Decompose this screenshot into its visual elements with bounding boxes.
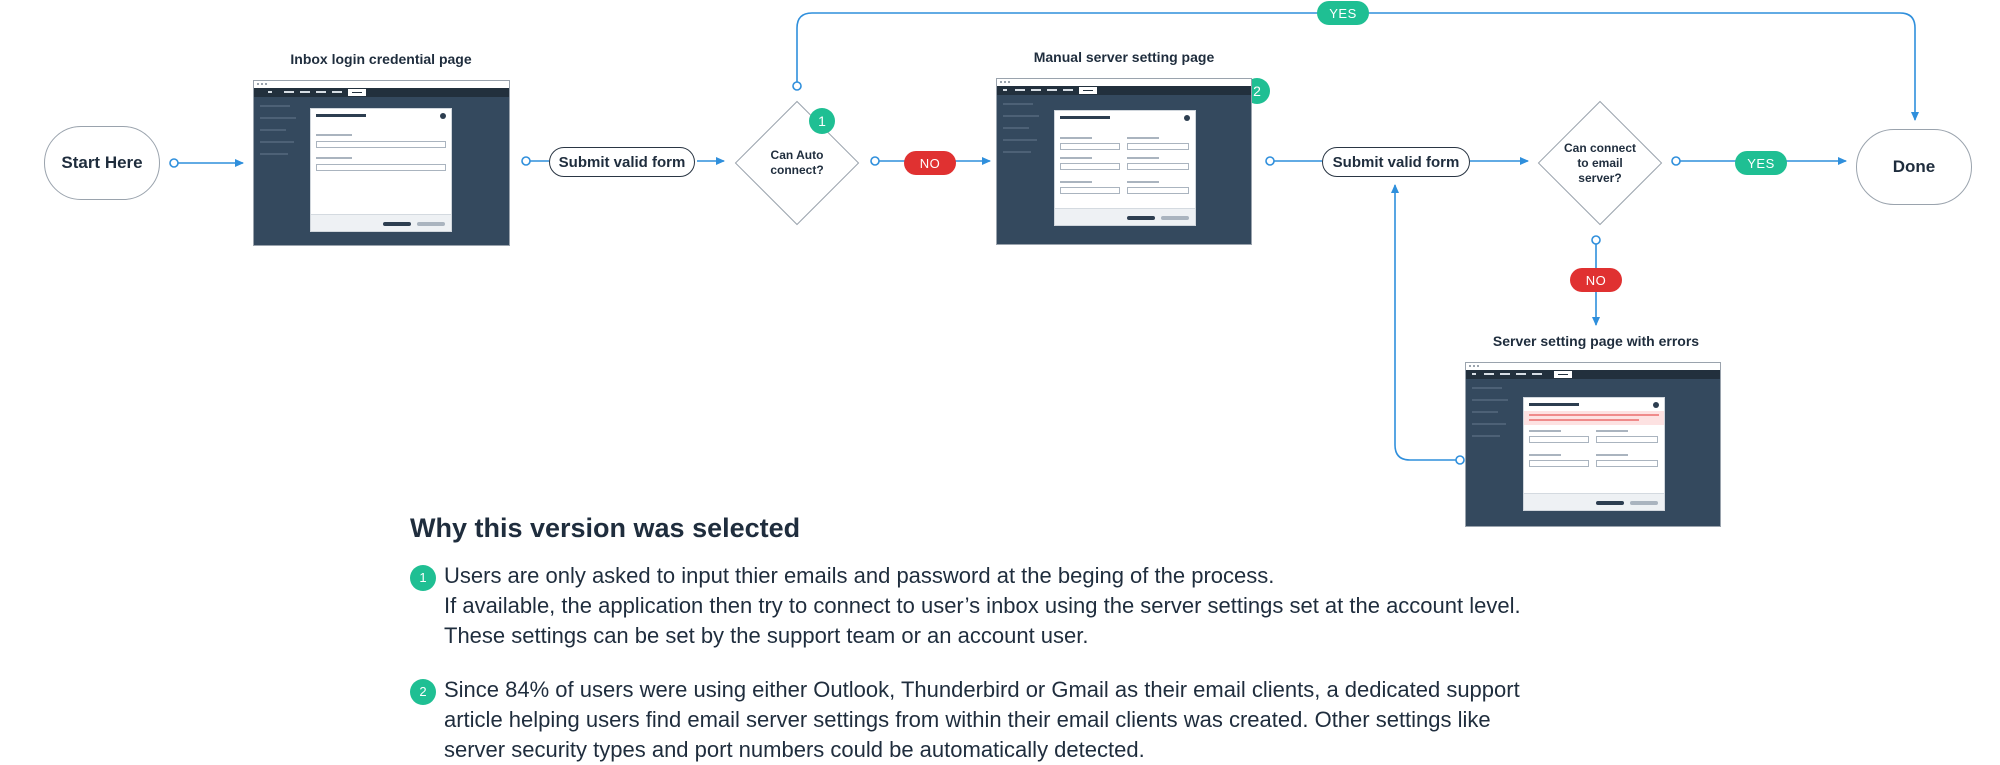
port-start-out [169, 158, 179, 168]
note-2-line-2: article helping users find email server … [444, 707, 1491, 732]
note-1-line-3: These settings can be set by the support… [444, 623, 1089, 648]
badge-1: 1 [809, 108, 835, 134]
port-decision2-bottom [1591, 235, 1601, 245]
decision-auto-connect: Can Auto connect? [733, 99, 861, 227]
caption-inbox-login: Inbox login credential page [290, 51, 472, 67]
port-decision2-out [1671, 156, 1681, 166]
screen-manual-server [996, 78, 1252, 245]
explanation-title: Why this version was selected [410, 513, 801, 543]
note-2-marker: 2 [410, 679, 436, 705]
edge-decision1-yes-to-done [796, 12, 1919, 121]
screen-inbox-login [253, 80, 510, 246]
start-node: Start Here [44, 126, 160, 200]
tag-no-auto-connect: NO [904, 151, 956, 175]
port-decision1-out [870, 156, 880, 166]
start-node-label: Start Here [61, 153, 143, 172]
tag-no-email-server: NO [1570, 268, 1622, 292]
decision-email-server: Can connect to email server? [1536, 99, 1664, 227]
caption-manual-server: Manual server setting page [1033, 49, 1215, 65]
caption-server-errors: Server setting page with errors [1492, 333, 1700, 349]
submit-valid-form-step-2: Submit valid form [1322, 147, 1470, 177]
edge-errors-back-to-submit2 [1391, 184, 1460, 461]
port-login-out [521, 156, 531, 166]
decision-auto-connect-label: Can Auto connect? [770, 148, 824, 177]
port-manual-out [1265, 156, 1275, 166]
submit-valid-form-step-1: Submit valid form [549, 147, 695, 177]
tag-yes-email-server: YES [1735, 151, 1787, 175]
submit-valid-form-label: Submit valid form [1332, 153, 1460, 171]
screen-server-errors [1465, 362, 1721, 527]
done-node-label: Done [1892, 157, 1936, 176]
note-1-line-2: If available, the application then try t… [444, 593, 1521, 618]
note-1-marker: 1 [410, 565, 436, 591]
submit-valid-form-label: Submit valid form [558, 153, 686, 171]
port-decision1-top [792, 81, 802, 91]
decision-email-server-label: Can connect to email server? [1563, 140, 1636, 185]
done-node: Done [1856, 129, 1972, 205]
note-1-line-1: Users are only asked to input thier emai… [444, 563, 1275, 588]
tag-yes-top: YES [1317, 1, 1369, 25]
port-errors-out [1455, 455, 1465, 465]
note-2-line-3: server security types and port numbers c… [444, 737, 1145, 762]
note-2-line-1: Since 84% of users were using either Out… [444, 677, 1520, 702]
